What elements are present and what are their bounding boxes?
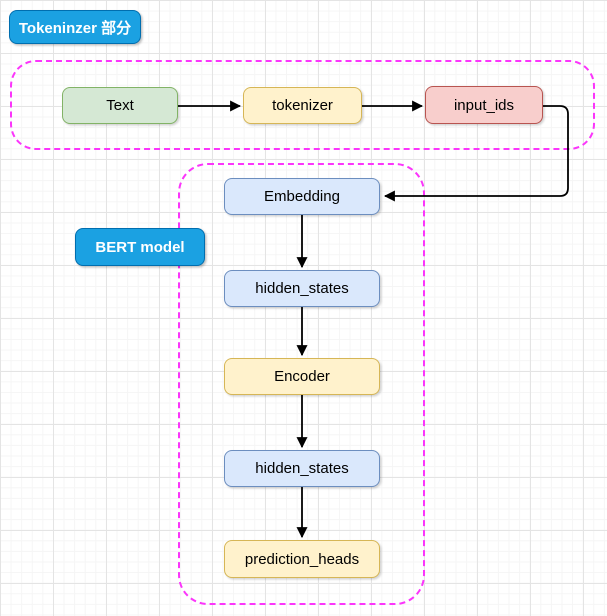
bert-model-container	[178, 163, 425, 605]
tokenizer-section-container	[10, 60, 595, 150]
node-prediction-heads: prediction_heads	[224, 540, 380, 578]
tokenizer-section-label: Tokeninzer 部分	[9, 10, 141, 44]
node-input-ids: input_ids	[425, 86, 543, 124]
bert-model-label: BERT model	[75, 228, 205, 266]
node-hidden-states-2: hidden_states	[224, 450, 380, 487]
node-text: Text	[62, 87, 178, 124]
node-encoder: Encoder	[224, 358, 380, 395]
node-embedding: Embedding	[224, 178, 380, 215]
node-tokenizer: tokenizer	[243, 87, 362, 124]
node-hidden-states-1: hidden_states	[224, 270, 380, 307]
